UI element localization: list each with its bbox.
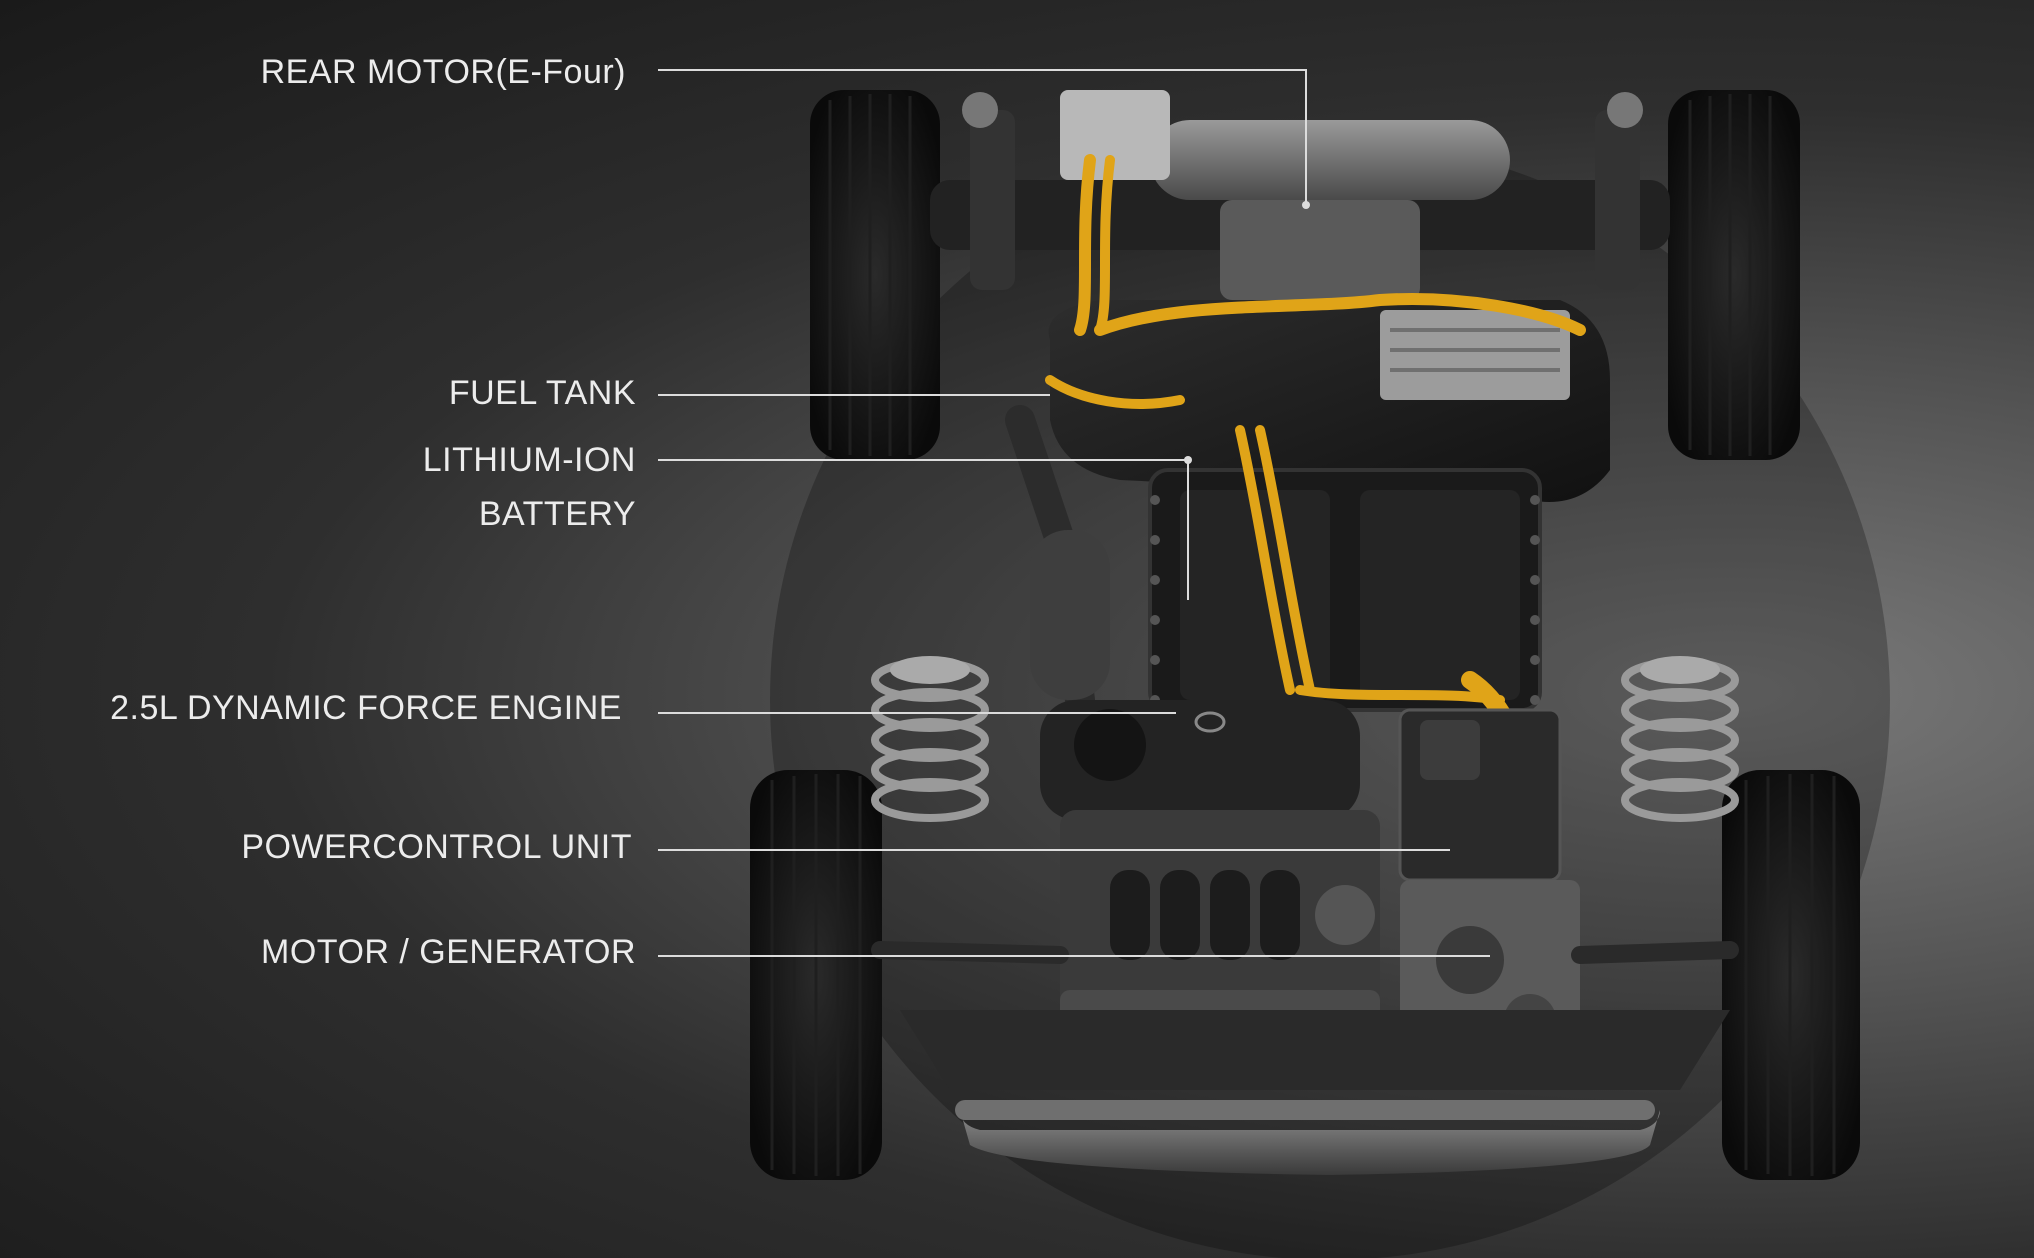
battery-leader — [658, 459, 1189, 600]
label-fuel-tank: FUEL TANK — [448, 374, 636, 412]
front-left-strut-mount — [890, 656, 970, 684]
fuel-tank-shape — [1048, 300, 1610, 502]
front-right-strut-mount — [1640, 656, 1720, 684]
front-drive-shafts — [871, 941, 1739, 964]
front-right-tire — [1722, 770, 1860, 1180]
rear-motor-leader-dot — [1302, 201, 1310, 209]
front-crossmember — [900, 1010, 1730, 1175]
label-pcu: POWERCONTROL UNIT — [241, 828, 632, 866]
label-engine: 2.5L DYNAMIC FORCE ENGINE — [110, 689, 622, 727]
battery-pack-shape — [1148, 468, 1542, 712]
battery-leader-dot — [1184, 456, 1192, 464]
front-left-tire — [750, 770, 882, 1180]
label-battery-line2: BATTERY — [478, 495, 636, 533]
rear-subframe — [930, 90, 1670, 300]
label-rear-motor: REAR MOTOR(E-Four) — [260, 53, 626, 91]
label-battery-line1: LITHIUM-ION — [422, 441, 636, 479]
rear-right-tire — [1668, 90, 1800, 460]
rear-motor-leader — [658, 69, 1307, 205]
label-motor-generator: MOTOR / GENERATOR — [261, 933, 636, 971]
